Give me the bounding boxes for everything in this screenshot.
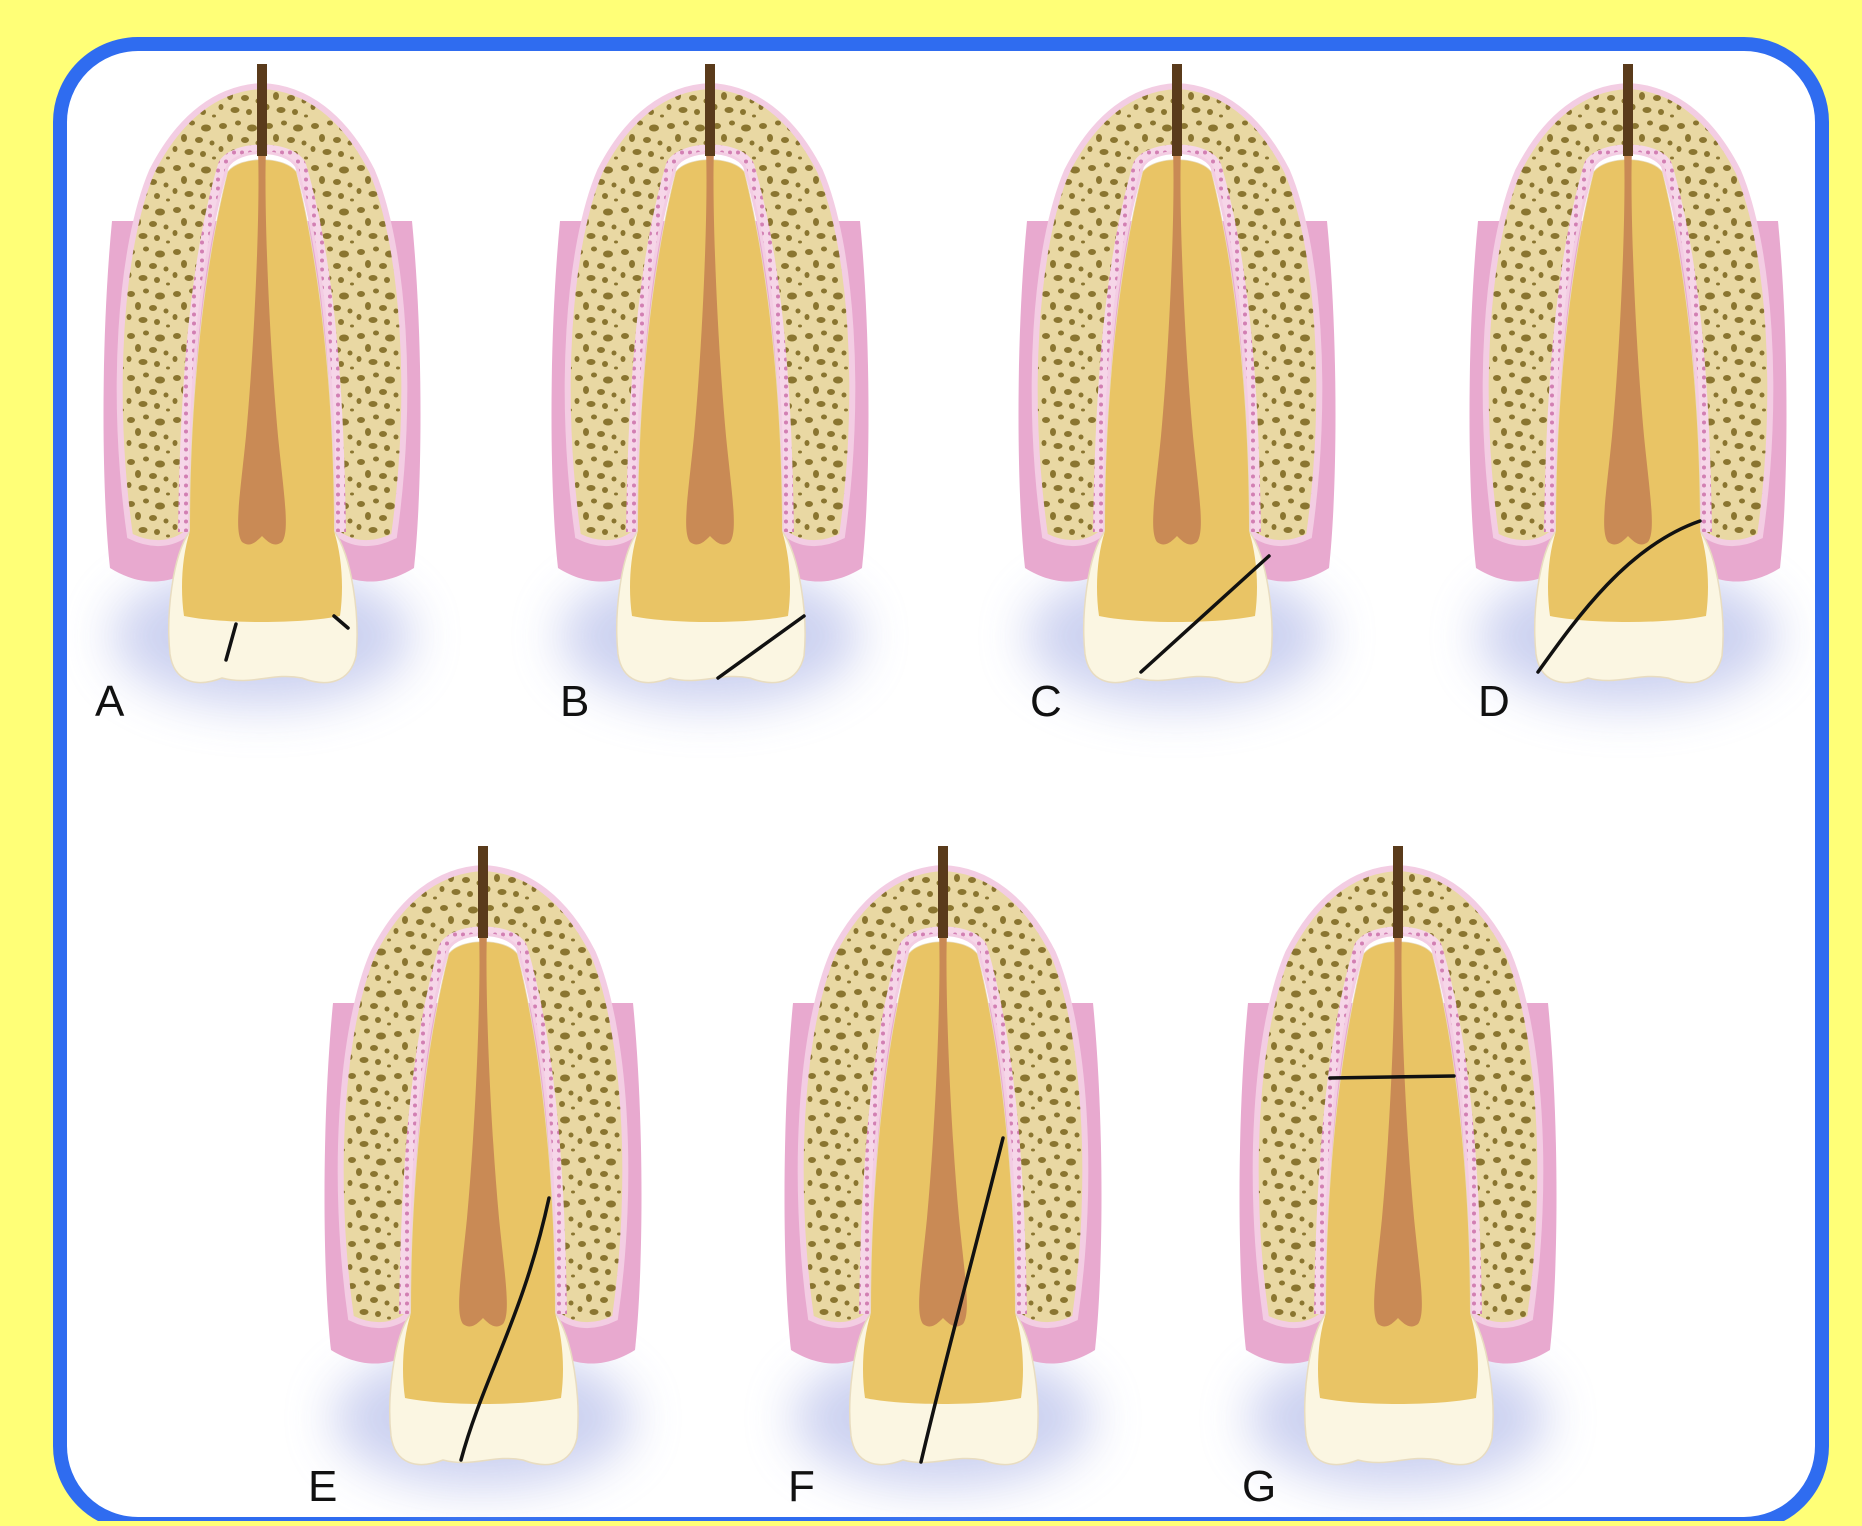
panel-label-c: C [1030, 680, 1062, 724]
neurovascular-canal [257, 64, 267, 156]
panel-label-f: F [788, 1465, 815, 1509]
neurovascular-canal [1172, 64, 1182, 156]
neurovascular-canal [938, 846, 948, 938]
neurovascular-canal [705, 64, 715, 156]
neurovascular-canal [1623, 64, 1633, 156]
neurovascular-canal [478, 846, 488, 938]
panel-label-g: G [1242, 1465, 1276, 1509]
neurovascular-canal [1393, 846, 1403, 938]
fracture-line [1330, 1076, 1454, 1078]
panel-label-b: B [560, 680, 589, 724]
panel-label-d: D [1478, 680, 1510, 724]
panel-label-a: A [95, 680, 124, 724]
panel-label-e: E [308, 1465, 337, 1509]
